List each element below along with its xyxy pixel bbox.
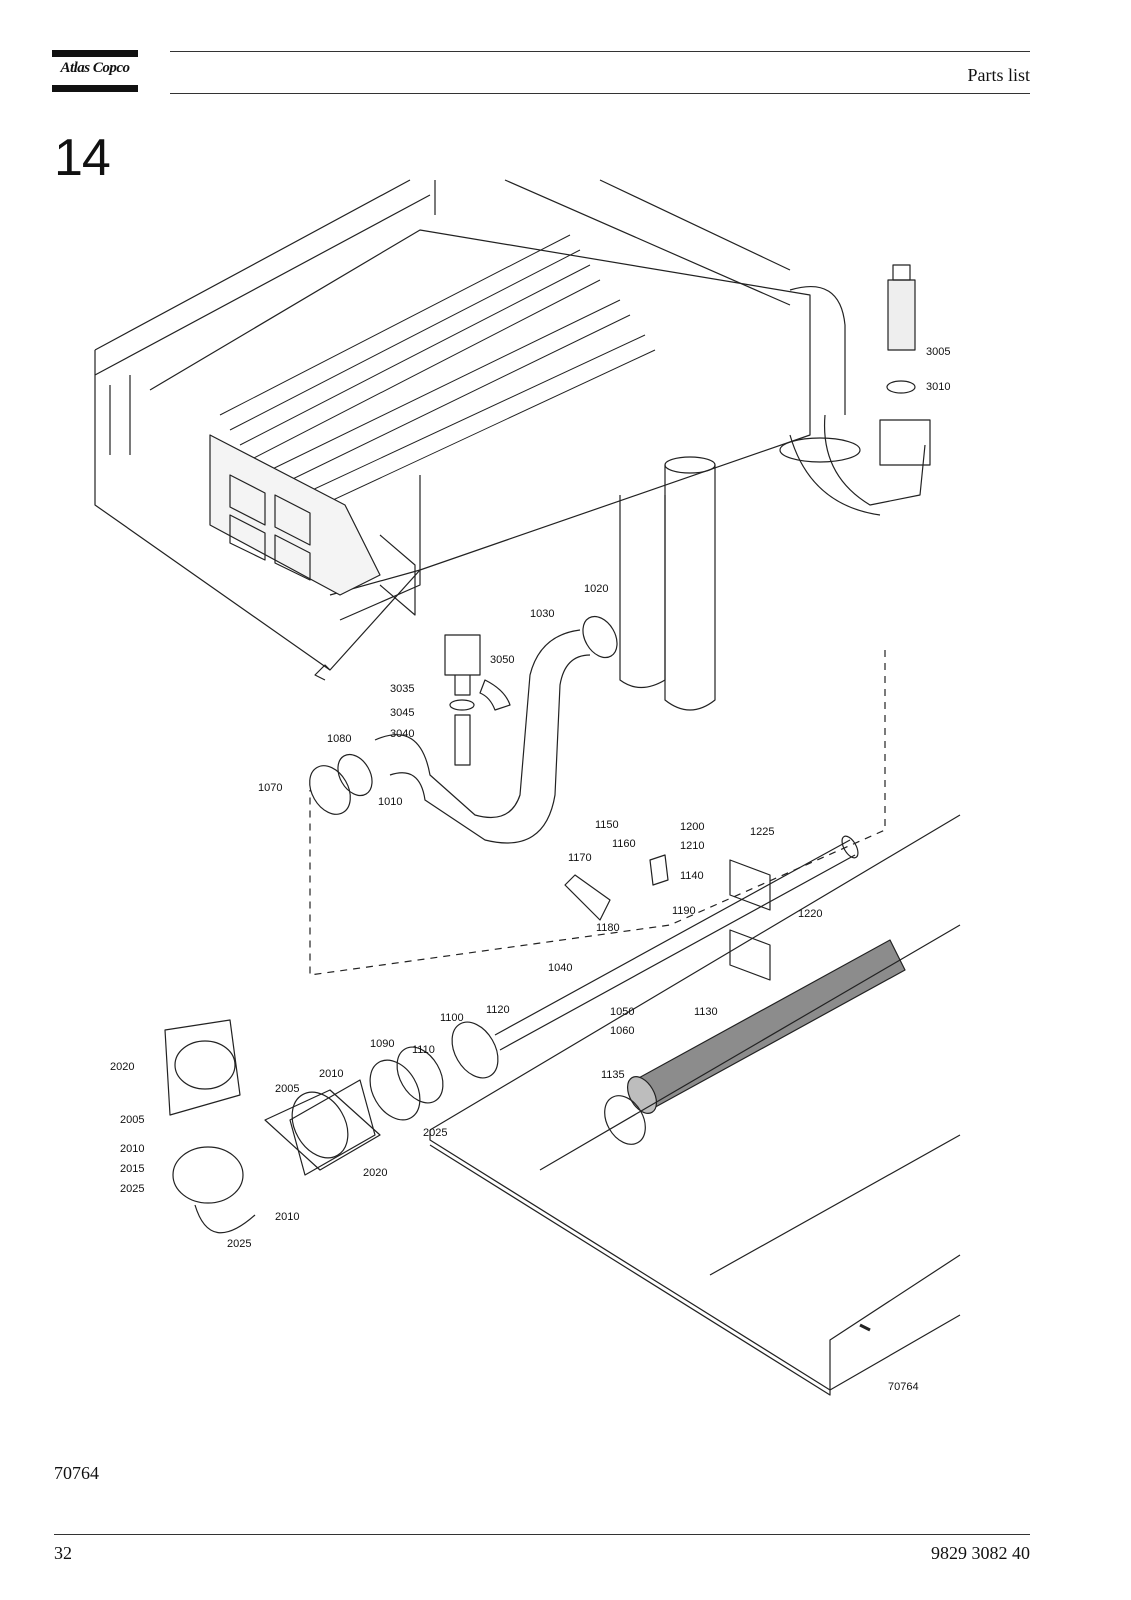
svg-text:1190: 1190 bbox=[672, 905, 696, 917]
svg-text:1150: 1150 bbox=[595, 819, 619, 831]
cooler-header-box bbox=[209, 434, 381, 596]
svg-text:1120: 1120 bbox=[486, 1004, 510, 1016]
exploded-parts-drawing: 3005 3010 1020 1030 3050 3035 3045 3040 1080… bbox=[94, 179, 961, 1396]
cooler-frame bbox=[94, 179, 811, 681]
svg-text:1030: 1030 bbox=[530, 608, 554, 620]
pressure-switch-assembly bbox=[564, 854, 771, 981]
svg-text:1220: 1220 bbox=[798, 908, 822, 920]
atlas-copco-logo: Atlas Copco bbox=[52, 50, 138, 92]
upper-pipe-run bbox=[309, 615, 618, 844]
svg-text:1070: 1070 bbox=[258, 782, 282, 794]
drawing-id: 70764 bbox=[888, 1381, 919, 1393]
svg-text:1050: 1050 bbox=[610, 1006, 634, 1018]
svg-text:2025: 2025 bbox=[120, 1183, 144, 1195]
svg-text:1225: 1225 bbox=[750, 826, 774, 838]
logo-text: Atlas Copco bbox=[60, 60, 130, 76]
section-label: Parts list bbox=[967, 65, 1030, 85]
svg-text:1210: 1210 bbox=[680, 840, 704, 852]
svg-text:3005: 3005 bbox=[926, 346, 950, 358]
figure-number: 70764 bbox=[54, 1463, 99, 1483]
svg-text:1170: 1170 bbox=[568, 852, 592, 864]
svg-text:1110: 1110 bbox=[412, 1044, 435, 1056]
cooler-tubes bbox=[219, 234, 656, 521]
svg-text:2025: 2025 bbox=[227, 1238, 251, 1250]
svg-text:2005: 2005 bbox=[120, 1114, 144, 1126]
svg-text:1100: 1100 bbox=[440, 1012, 464, 1024]
svg-text:2015: 2015 bbox=[120, 1163, 144, 1175]
svg-text:1160: 1160 bbox=[612, 838, 636, 850]
svg-text:2020: 2020 bbox=[110, 1061, 134, 1073]
flange-bellows-assembly bbox=[164, 1019, 499, 1234]
chapter-number: 14 bbox=[54, 129, 111, 187]
document-number: 9829 3082 40 bbox=[931, 1543, 1030, 1563]
logo-bar-bottom bbox=[52, 85, 138, 92]
svg-text:1200: 1200 bbox=[680, 821, 704, 833]
svg-text:1010: 1010 bbox=[378, 796, 402, 808]
svg-text:2010: 2010 bbox=[275, 1211, 299, 1223]
downpipes bbox=[619, 456, 716, 711]
svg-text:1020: 1020 bbox=[584, 583, 608, 595]
svg-text:3040: 3040 bbox=[390, 728, 414, 740]
svg-text:2025: 2025 bbox=[423, 1127, 447, 1139]
svg-text:3035: 3035 bbox=[390, 683, 414, 695]
svg-text:2020: 2020 bbox=[363, 1167, 387, 1179]
svg-text:3010: 3010 bbox=[926, 381, 950, 393]
header-rule-top bbox=[170, 51, 1030, 52]
svg-text:1135: 1135 bbox=[601, 1069, 625, 1081]
logo-bar-top bbox=[52, 50, 138, 57]
header-rule-bottom bbox=[170, 93, 1030, 94]
svg-text:1040: 1040 bbox=[548, 962, 572, 974]
base-frame bbox=[429, 814, 961, 1396]
elbow-assembly bbox=[779, 264, 931, 516]
svg-text:1090: 1090 bbox=[370, 1038, 394, 1050]
svg-text:3045: 3045 bbox=[390, 707, 414, 719]
dashed-routing-line bbox=[309, 650, 886, 976]
svg-text:1180: 1180 bbox=[596, 922, 620, 934]
svg-text:1130: 1130 bbox=[694, 1006, 718, 1018]
svg-text:1060: 1060 bbox=[610, 1025, 634, 1037]
svg-text:2010: 2010 bbox=[120, 1143, 144, 1155]
svg-text:1080: 1080 bbox=[327, 733, 351, 745]
footer-rule bbox=[54, 1534, 1030, 1535]
callouts: 3005 3010 1020 1030 3050 3035 3045 3040 1080… bbox=[110, 346, 950, 1393]
svg-text:2005: 2005 bbox=[275, 1083, 299, 1095]
svg-text:3050: 3050 bbox=[490, 654, 514, 666]
svg-text:2010: 2010 bbox=[319, 1068, 343, 1080]
svg-text:1140: 1140 bbox=[680, 870, 704, 882]
manifold-pipe bbox=[494, 835, 859, 1051]
page-number: 32 bbox=[54, 1543, 72, 1563]
